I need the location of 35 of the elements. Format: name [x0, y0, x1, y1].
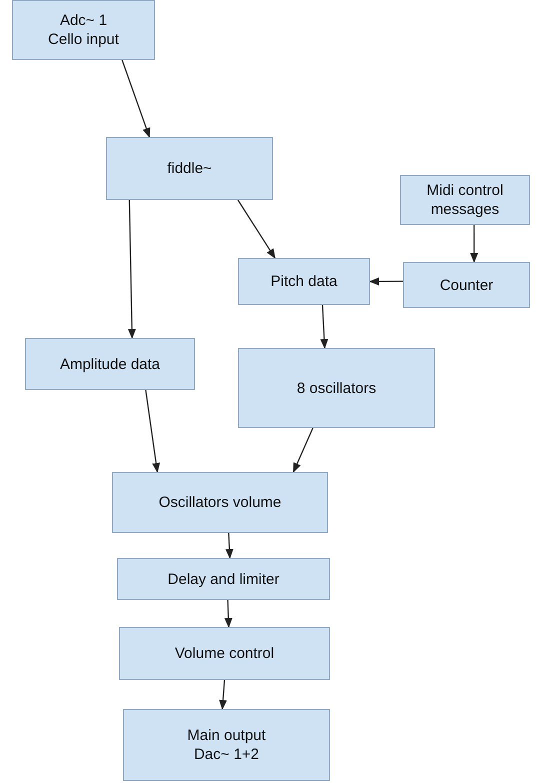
process-box [117, 558, 330, 600]
arrow [128, 200, 136, 339]
arrow [225, 532, 234, 559]
process-box [112, 472, 328, 533]
arrow [470, 225, 478, 263]
process-box [400, 175, 530, 225]
box-label: Delay and limiter [168, 570, 280, 588]
box-label: Pitch data [270, 272, 338, 291]
box-label: Cello input [48, 30, 119, 49]
arrow [237, 200, 276, 259]
process-box [119, 627, 330, 680]
box-label: Dac~ 1+2 [194, 745, 260, 764]
box-label: Adc~ 1 [60, 11, 108, 30]
process-box [123, 709, 330, 781]
box-label: Amplitude data [60, 354, 160, 374]
box-label: Oscillators volume [158, 493, 282, 512]
arrow [219, 680, 227, 710]
box-label: fiddle~ [167, 159, 212, 178]
box-label: Volume control [174, 644, 274, 663]
arrow [122, 60, 150, 138]
box-label: 8 oscillators [296, 378, 376, 398]
process-box [238, 258, 370, 305]
arrow [224, 600, 232, 628]
box-label: Counter [440, 276, 494, 294]
process-box [12, 0, 155, 60]
arrow [145, 390, 160, 473]
box-label: Main output [187, 726, 266, 745]
process-box [25, 338, 195, 390]
process-box [403, 262, 530, 308]
box-label: Midi control messages [426, 181, 504, 219]
arrow [369, 277, 403, 286]
arrow [320, 304, 328, 349]
process-box [106, 137, 273, 200]
process-box [238, 348, 435, 428]
arrow [292, 428, 314, 473]
